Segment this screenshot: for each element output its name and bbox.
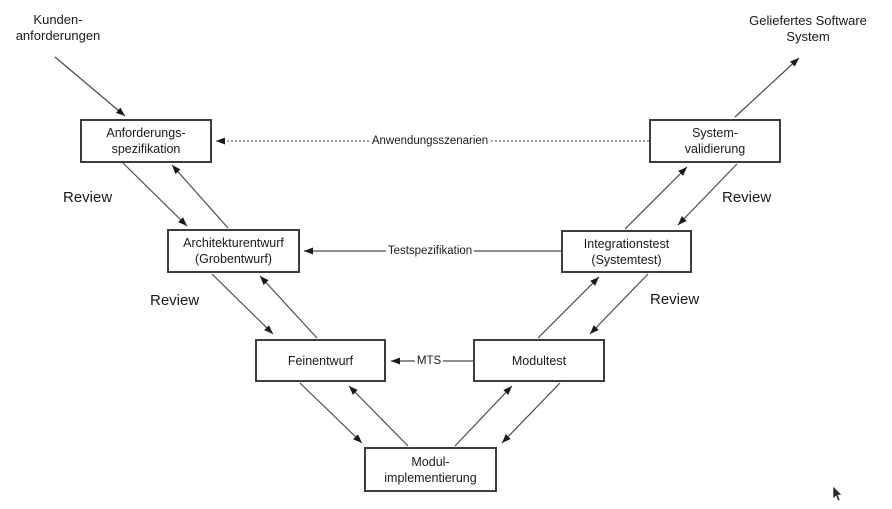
node-label: Architekturentwurf — [183, 236, 284, 250]
label-kundenanforderungen: Kunden- anforderungen — [2, 12, 114, 44]
review-label-right-top: Review — [722, 189, 772, 206]
arrow-feinentwurf-to-modulimplementierung — [299, 382, 363, 444]
arrow-integrationstest-to-systemvalidierung — [624, 166, 688, 230]
node-label: implementierung — [384, 470, 477, 485]
connector-label-testspezifikation: Testspezifikation — [385, 244, 475, 258]
node-label: spezifikation — [111, 142, 181, 156]
arrow-modultest-to-integrationstest — [537, 276, 600, 339]
label-geliefertes-software-system: Geliefertes Software System — [742, 13, 874, 45]
connector-label-anwendungsszenarien: Anwendungsszenarien — [369, 134, 491, 148]
node-label: Modultest — [511, 353, 567, 368]
node-modulimplementierung: Modul- implementierung — [364, 447, 497, 492]
arrow-modulimplementierung-to-feinentwurf — [348, 385, 409, 447]
node-label: Anforderungs- — [106, 126, 186, 140]
node-label: Integrationstest — [583, 236, 670, 251]
arrow-kunden-to-anforderung — [54, 56, 126, 117]
node-anforderungsspezifikation: Anforderungs- spezifikation — [80, 119, 212, 163]
review-label-left-middle: Review — [150, 292, 200, 309]
node-integrationstest: Integrationstest (Systemtest) — [561, 230, 692, 273]
connector-label-mts: MTS — [414, 354, 444, 368]
arrow-architektur-to-feinentwurf — [211, 273, 274, 335]
review-label-right-middle: Review — [650, 291, 700, 308]
mouse-cursor — [832, 485, 843, 502]
arrow-systemvalidierung-to-geliefertes-system — [734, 57, 800, 118]
arrow-systemvalidierung-to-integrationstest-review — [677, 163, 738, 226]
node-modultest: Modultest — [473, 339, 605, 382]
label-line: System — [786, 29, 830, 44]
label-line: Kunden- — [33, 12, 83, 27]
node-label: validierung — [684, 142, 746, 156]
arrow-modultest-to-modulimplementierung — [501, 382, 561, 444]
review-label-left-top: Review — [63, 189, 113, 206]
arrow-modulimplementierung-to-modultest — [454, 385, 513, 447]
node-label: Feinentwurf — [287, 353, 354, 368]
arrow-architektur-to-anforderung-review — [171, 164, 229, 229]
node-label: Modul- — [411, 454, 450, 469]
arrow-feinentwurf-to-architektur-review — [259, 275, 318, 339]
node-label: (Grobentwurf) — [194, 252, 273, 266]
node-label: (Systemtest) — [591, 252, 662, 267]
label-line: anforderungen — [15, 28, 101, 43]
arrow-anforderung-to-architektur — [122, 162, 188, 227]
arrow-integrationstest-to-modultest-review — [589, 273, 649, 335]
node-systemvalidierung: System- validierung — [649, 119, 781, 163]
node-architekturentwurf: Architekturentwurf (Grobentwurf) — [167, 229, 300, 273]
node-feinentwurf: Feinentwurf — [255, 339, 386, 382]
label-line: Geliefertes Software — [749, 13, 867, 28]
node-label: System- — [692, 126, 738, 140]
